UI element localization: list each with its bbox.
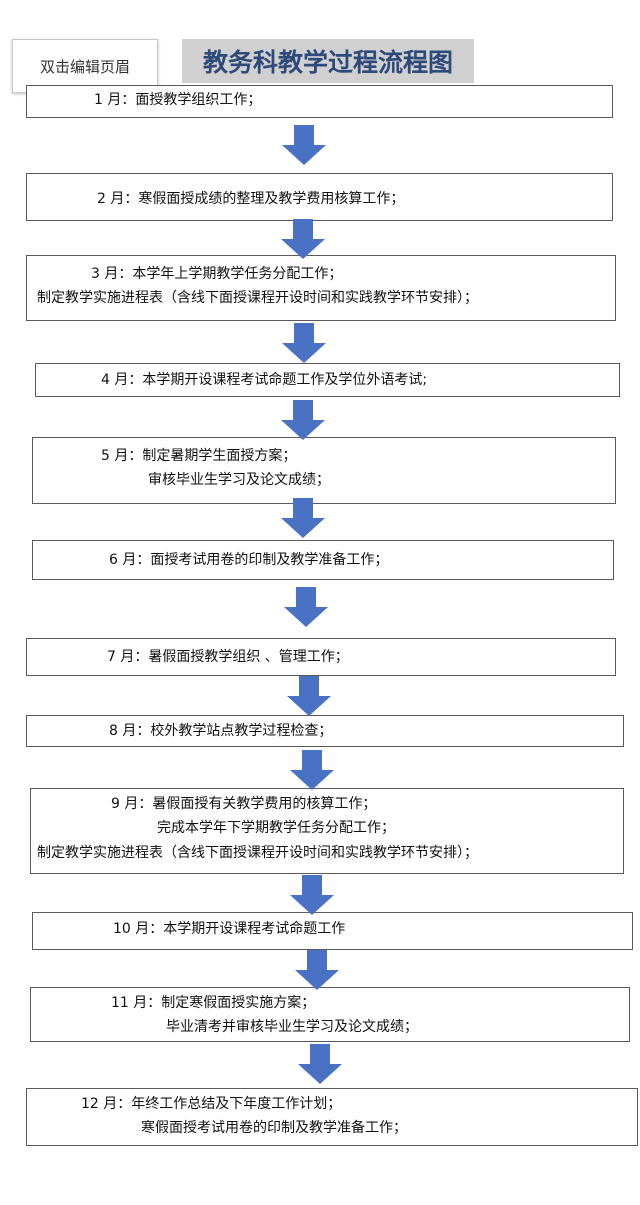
month-box-5: 5 月：制定暑期学生面授方案； 审核毕业生学习及论文成绩； xyxy=(32,437,616,504)
header-edit-tab[interactable]: 双击编辑页眉 xyxy=(12,39,158,93)
month-box-line: 12 月：年终工作总结及下年度工作计划； xyxy=(81,1096,342,1112)
month-box-9: 9 月：暑假面授有关教学费用的核算工作； 完成本学年下学期教学任务分配工作； 制定教… xyxy=(30,788,624,874)
month-box-6: 6 月：面授考试用卷的印制及教学准备工作； xyxy=(32,540,614,580)
down-arrow-icon xyxy=(281,498,325,538)
down-arrow-icon xyxy=(290,750,334,790)
month-box-line: 完成本学年下学期教学任务分配工作； xyxy=(157,820,395,836)
down-arrow-icon xyxy=(290,875,334,915)
month-box-line: 3 月：本学年上学期教学任务分配工作； xyxy=(91,266,343,282)
down-arrow-icon xyxy=(298,1044,342,1084)
down-arrow-icon xyxy=(281,219,325,259)
month-box-11: 11 月：制定寒假面授实施方案； 毕业清考并审核毕业生学习及论文成绩； xyxy=(30,987,630,1042)
month-box-1: 1 月：面授教学组织工作； xyxy=(26,85,613,118)
month-box-line: 1 月：面授教学组织工作； xyxy=(94,92,262,108)
month-box-7: 7 月：暑假面授教学组织 、管理工作； xyxy=(26,638,616,676)
month-box-2: 2 月：寒假面授成绩的整理及教学费用核算工作； xyxy=(26,173,613,221)
month-box-line: 制定教学实施进程表（含线下面授课程开设时间和实践教学环节安排）； xyxy=(37,845,478,861)
month-box-line: 8 月：校外教学站点教学过程检查； xyxy=(109,723,333,739)
month-box-line: 6 月：面授考试用卷的印制及教学准备工作； xyxy=(109,552,389,568)
month-box-4: 4 月：本学期开设课程考试命题工作及学位外语考试; xyxy=(35,363,620,397)
month-box-line: 4 月：本学期开设课程考试命题工作及学位外语考试; xyxy=(101,372,428,388)
down-arrow-icon xyxy=(287,676,331,716)
month-box-line: 寒假面授考试用卷的印制及教学准备工作； xyxy=(141,1120,407,1136)
down-arrow-icon xyxy=(284,587,328,627)
month-box-line: 2 月：寒假面授成绩的整理及教学费用核算工作； xyxy=(97,191,405,207)
month-box-line: 11 月：制定寒假面授实施方案； xyxy=(111,995,316,1011)
month-box-line: 毕业清考并审核毕业生学习及论文成绩； xyxy=(166,1019,418,1035)
month-box-12: 12 月：年终工作总结及下年度工作计划； 寒假面授考试用卷的印制及教学准备工作； xyxy=(26,1088,638,1146)
month-box-line: 5 月：制定暑期学生面授方案； xyxy=(101,448,297,464)
down-arrow-icon xyxy=(282,323,326,363)
month-box-line: 9 月：暑假面授有关教学费用的核算工作； xyxy=(111,796,377,812)
down-arrow-icon xyxy=(295,950,339,990)
month-box-8: 8 月：校外教学站点教学过程检查； xyxy=(26,715,624,747)
month-box-3: 3 月：本学年上学期教学任务分配工作； 制定教学实施进程表（含线下面授课程开设时间… xyxy=(26,255,616,321)
month-box-line: 审核毕业生学习及论文成绩； xyxy=(148,472,330,488)
month-box-line: 10 月：本学期开设课程考试命题工作 xyxy=(113,921,346,937)
down-arrow-icon xyxy=(281,400,325,440)
down-arrow-icon xyxy=(282,125,326,165)
month-box-line: 制定教学实施进程表（含线下面授课程开设时间和实践教学环节安排）； xyxy=(37,290,478,306)
month-box-10: 10 月：本学期开设课程考试命题工作 xyxy=(32,912,633,950)
month-box-line: 7 月：暑假面授教学组织 、管理工作； xyxy=(107,649,349,665)
page-title: 教务科教学过程流程图 xyxy=(182,39,474,83)
